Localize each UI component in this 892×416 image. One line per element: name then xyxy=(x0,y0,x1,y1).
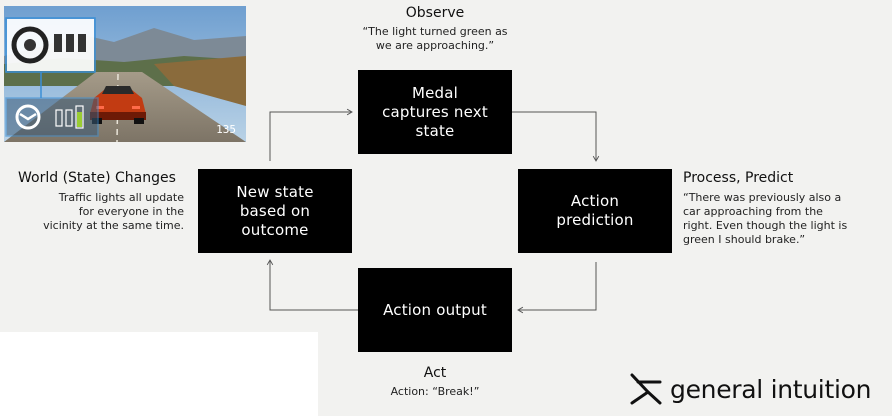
world-quote: Traffic lights all update for everyone i… xyxy=(43,191,184,232)
node-new-state: New state based on outcome xyxy=(198,169,352,253)
brand-logo: general intuition xyxy=(628,372,871,406)
game-screenshot: 135 xyxy=(4,6,246,142)
process-quote: “There was previously also a car approac… xyxy=(683,191,848,246)
speed-readout: 135 xyxy=(216,123,236,136)
arrow-right-to-bottom xyxy=(517,262,597,314)
logo-mark-icon xyxy=(630,373,662,405)
background-panel xyxy=(0,332,318,416)
node-action-output: Action output xyxy=(358,268,512,352)
arrow-bottom-to-left xyxy=(266,259,358,311)
node-medal-captures: Medal captures next state xyxy=(358,70,512,154)
arrow-top-to-right xyxy=(512,111,600,162)
act-quote: Action: “Break!” xyxy=(390,385,480,398)
observe-quote: “The light turned green as we are approa… xyxy=(362,25,508,52)
observe-heading: Observe xyxy=(405,5,465,21)
process-heading: Process, Predict xyxy=(683,170,794,186)
brand-name: general intuition xyxy=(670,374,872,404)
node-action-prediction: Action prediction xyxy=(518,169,672,253)
act-heading: Act xyxy=(423,365,447,381)
arrow-left-to-top xyxy=(269,108,353,161)
world-heading: World (State) Changes xyxy=(18,170,176,186)
